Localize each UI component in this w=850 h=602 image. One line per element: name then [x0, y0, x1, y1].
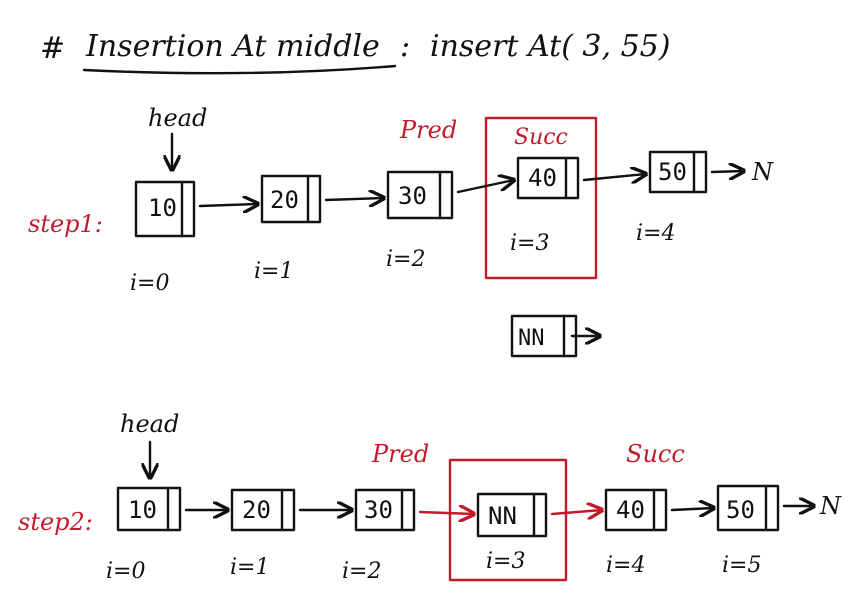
- step2-head-label: head: [120, 410, 179, 438]
- step2-pred-to-new-arrow: [418, 512, 474, 514]
- step1-succ-label: Succ: [514, 125, 568, 150]
- step1-index: i=4: [636, 221, 675, 246]
- step2-section: step2: head Pred Succ 10 20 30 NN 40 50: [18, 410, 842, 584]
- title-main: Insertion At middle: [85, 29, 380, 64]
- step1-pred-label: Pred: [399, 116, 457, 144]
- step1-node-box: [648, 150, 708, 194]
- step1-null-arrow: [710, 171, 744, 172]
- step2-node-box: [716, 484, 780, 532]
- step1-link-arrow: [582, 174, 646, 180]
- step2-node-box: [476, 492, 548, 538]
- step1-null-label: N: [751, 158, 774, 186]
- step2-index: i=0: [106, 559, 145, 584]
- step1-link-arrow: [324, 198, 384, 200]
- step1-index: i=1: [254, 259, 293, 284]
- step2-node-box: [116, 486, 182, 532]
- step2-node-value: NN: [488, 502, 517, 530]
- step2-node-value: 30: [364, 496, 393, 524]
- step1-index: i=0: [130, 271, 169, 296]
- step2-new-to-succ-arrow: [550, 510, 602, 514]
- step1-link-arrow: [456, 180, 514, 194]
- step2-node-box: [354, 488, 416, 532]
- step1-node-value: 50: [658, 158, 687, 186]
- title-underline: [82, 64, 397, 75]
- step2-node-value: 10: [128, 496, 157, 524]
- step2-new-node-highlight-box: [448, 458, 568, 582]
- step1-node-value: 20: [270, 186, 299, 214]
- step2-index: i=3: [486, 549, 525, 574]
- step1-new-node-label: NN: [518, 326, 545, 351]
- title-colon: :: [400, 29, 410, 64]
- step1-node-box: [134, 180, 196, 238]
- step1-succ-box: [484, 116, 598, 280]
- step1-index: i=3: [510, 231, 549, 256]
- step1-link-arrow: [198, 204, 258, 206]
- step1-node-value: 40: [528, 164, 557, 192]
- step2-pred-label: Pred: [371, 440, 429, 468]
- step1-node-value: 30: [398, 182, 427, 210]
- step2-index: i=2: [342, 559, 381, 584]
- step1-node-box: [386, 170, 454, 220]
- step1-node-box: [516, 156, 580, 200]
- step2-node-box: [230, 488, 296, 532]
- step1-head-label: head: [148, 104, 207, 132]
- step1-index: i=2: [386, 247, 425, 272]
- title: # Insertion At middle : insert At( 3, 55…: [40, 29, 670, 75]
- step2-index: i=1: [230, 555, 269, 580]
- title-hash: #: [40, 31, 65, 66]
- step1-node-value: 10: [148, 194, 177, 222]
- step1-section: step1: head Pred Succ 10 20 30 40 50 N i…: [28, 104, 774, 358]
- step2-label: step2:: [18, 508, 93, 536]
- step2-null-label: N: [819, 492, 842, 520]
- step1-node-box: [260, 174, 322, 224]
- step2-link-arrow: [670, 508, 714, 510]
- step2-succ-label: Succ: [626, 440, 685, 468]
- step2-node-value: 20: [242, 496, 271, 524]
- step2-node-value: 40: [616, 496, 645, 524]
- title-call: insert At( 3, 55): [430, 29, 670, 64]
- step2-index: i=4: [606, 553, 645, 578]
- step2-index: i=5: [722, 553, 761, 578]
- step1-label: step1:: [28, 210, 103, 238]
- step2-node-box: [604, 488, 668, 532]
- step2-node-value: 50: [726, 496, 755, 524]
